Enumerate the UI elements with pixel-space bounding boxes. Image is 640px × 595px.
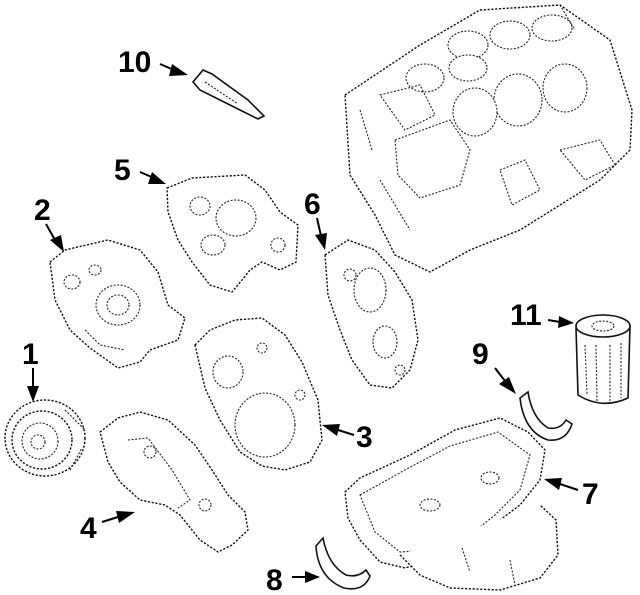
front-cover	[194, 317, 323, 471]
leader-11	[547, 319, 561, 323]
leader-lines	[27, 63, 579, 583]
timing-cover-gasket-upper	[166, 174, 299, 293]
arrowhead-5	[148, 172, 166, 184]
callout-1: 1	[22, 338, 39, 371]
timing-cover-gasket	[324, 239, 419, 389]
callout-8: 8	[266, 564, 283, 595]
arrowhead-10	[169, 64, 188, 76]
sealant-tube	[191, 69, 266, 120]
oil-filter	[575, 314, 631, 405]
arrowhead-8	[305, 571, 320, 583]
callout-9: 9	[472, 338, 489, 371]
oil-pan	[344, 417, 559, 591]
arrowhead-4	[116, 511, 135, 523]
leader-3	[337, 429, 355, 436]
callout-5: 5	[114, 154, 131, 187]
crankshaft-pulley	[4, 399, 86, 477]
callout-2: 2	[34, 194, 51, 227]
arrowhead-9	[499, 377, 516, 394]
arrowhead-6	[315, 233, 327, 250]
callout-6: 6	[304, 188, 321, 221]
arrowhead-3	[322, 424, 340, 436]
callout-labels: 1 2 3 4 5 6 7 8 9 10 11	[22, 46, 599, 595]
callout-10: 10	[118, 46, 151, 79]
timing-cover	[49, 239, 186, 369]
leader-2	[45, 223, 56, 241]
engine-block	[344, 4, 633, 273]
oil-pan-seal-front	[519, 390, 573, 441]
oil-pan-seal-rear	[315, 536, 371, 590]
arrowhead-7	[544, 478, 562, 490]
callout-7: 7	[582, 478, 599, 511]
callout-3: 3	[356, 421, 373, 454]
callout-4: 4	[80, 512, 97, 545]
leader-9	[494, 367, 506, 382]
callout-11: 11	[510, 299, 542, 332]
leader-7	[559, 483, 579, 491]
leader-4	[101, 516, 119, 523]
leader-6	[316, 217, 322, 237]
arrowhead-11	[558, 316, 574, 328]
arrowhead-2	[50, 235, 64, 252]
cover-plate	[99, 411, 249, 553]
arrowhead-1	[27, 386, 39, 402]
